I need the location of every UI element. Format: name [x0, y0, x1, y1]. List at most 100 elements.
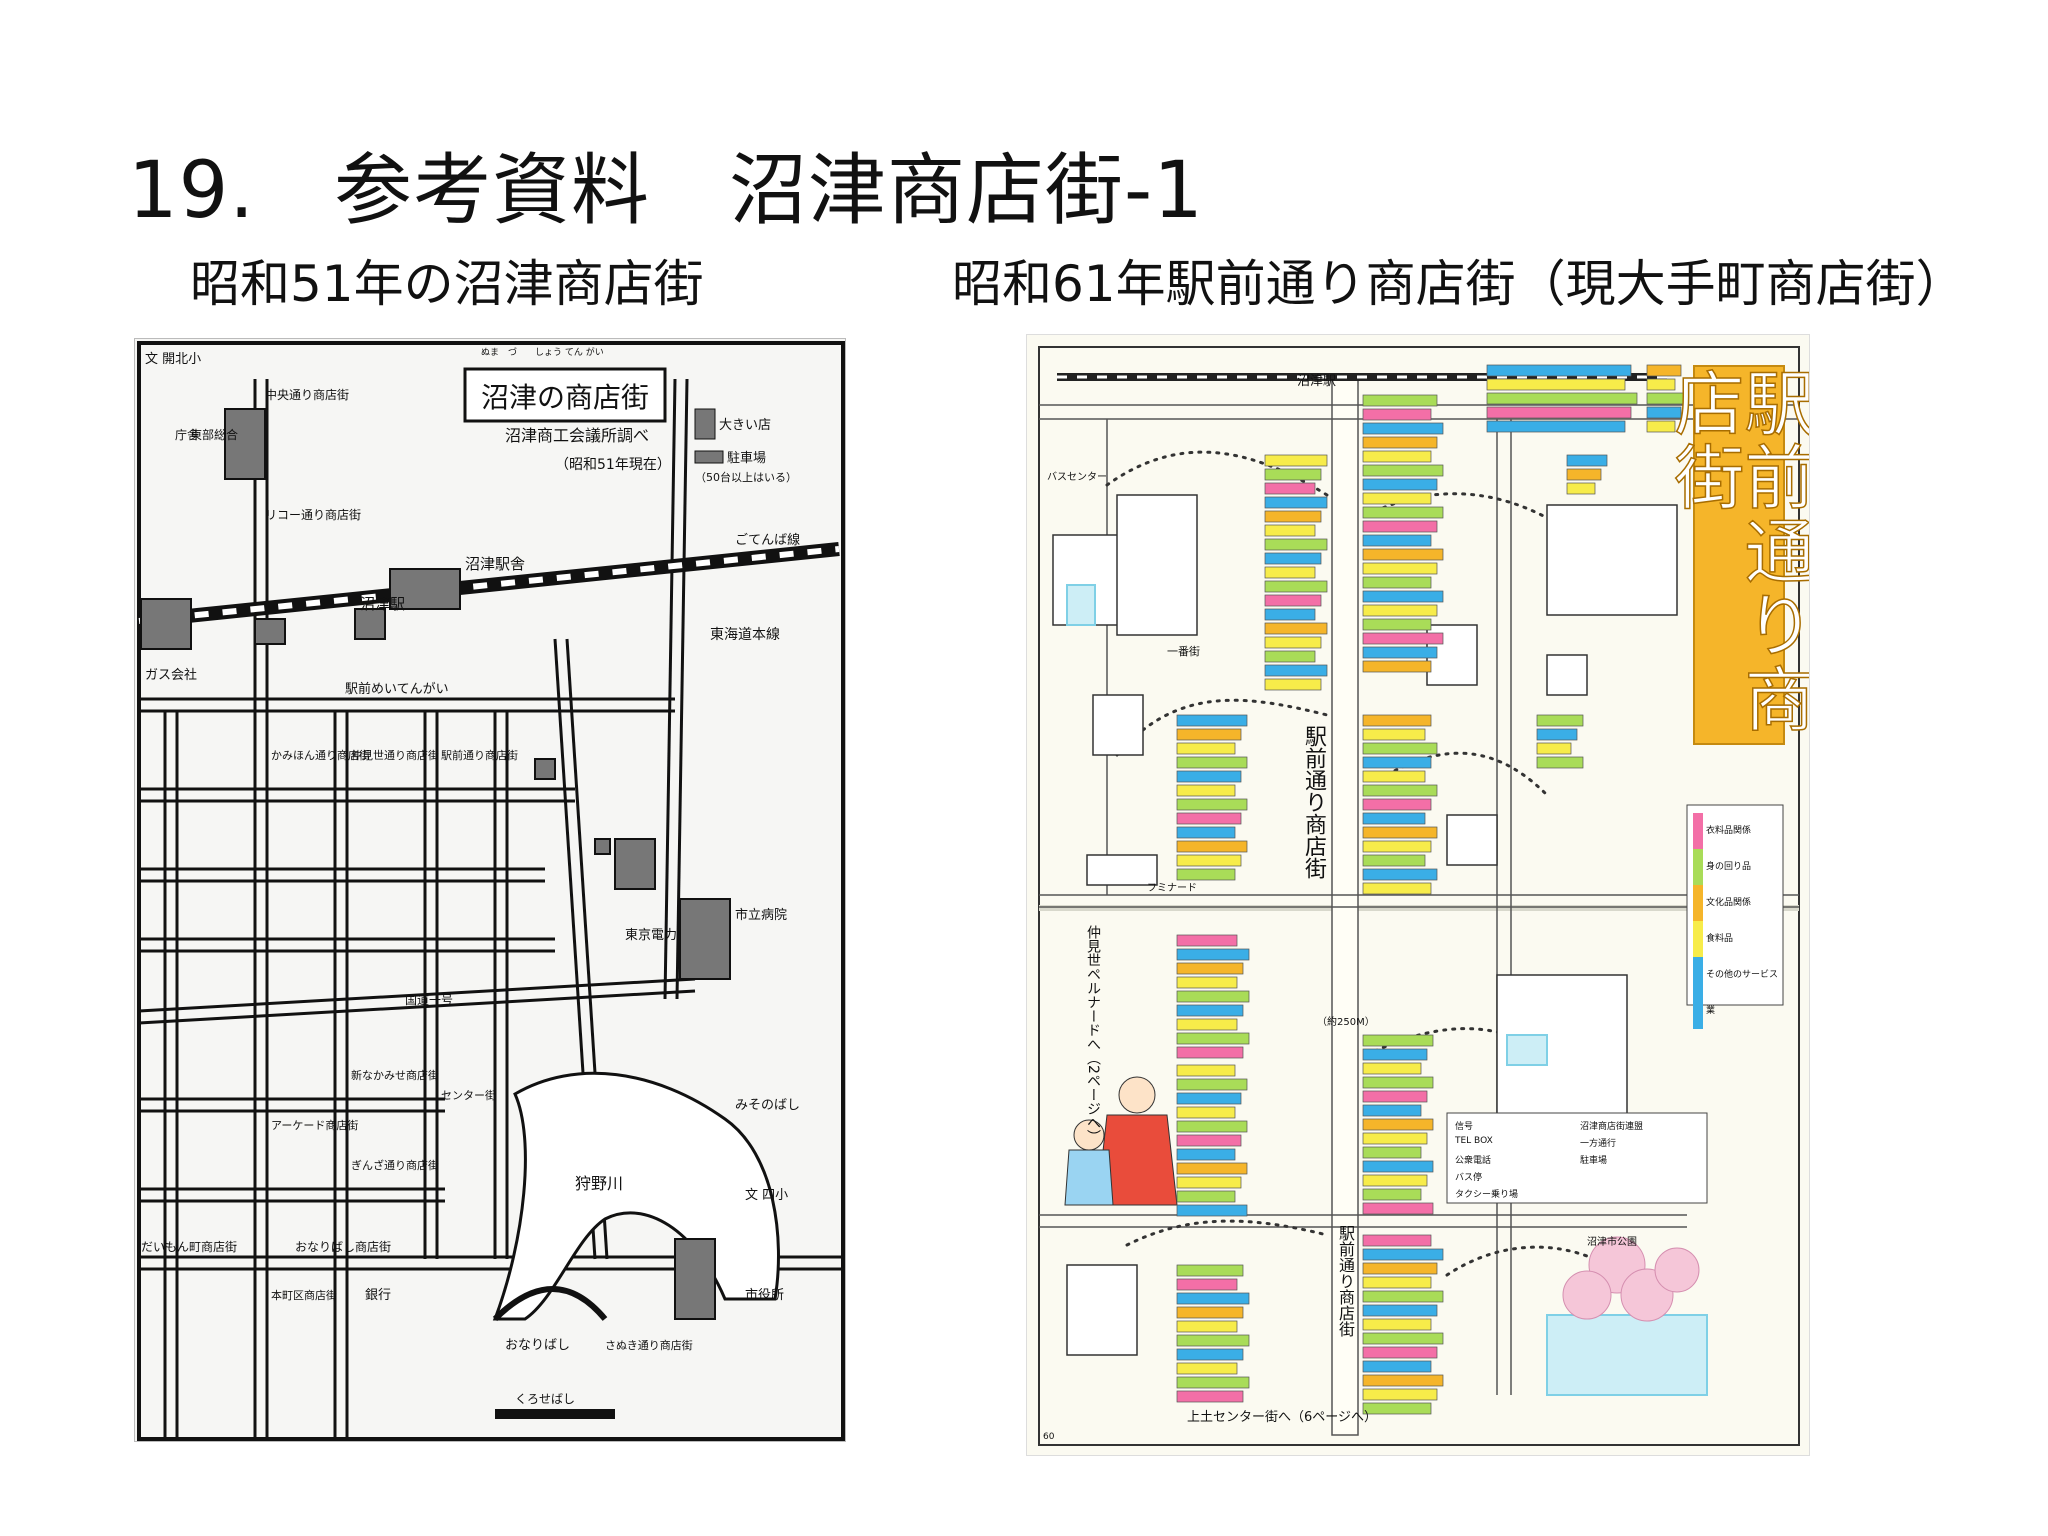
store-tag	[1362, 826, 1438, 839]
store-tag	[1362, 1188, 1422, 1201]
store-tag	[1362, 1104, 1422, 1117]
label-tokaido-line: 東海道本線	[710, 627, 780, 643]
legend-parking: 駐車場	[1580, 1156, 1608, 1166]
store-tag	[1176, 1064, 1236, 1077]
store-tag	[1362, 660, 1432, 673]
label-tepco: 東京電力	[625, 927, 677, 943]
store-tag	[1486, 420, 1626, 433]
caption-right-map: 昭和61年駅前通り商店街（現大手町商店街）	[952, 255, 1966, 313]
store-tag	[1362, 798, 1432, 811]
store-tag	[1536, 756, 1584, 769]
store-tag	[1362, 728, 1426, 741]
map-left-title: 沼津の商店街	[481, 381, 649, 414]
label-school-fourth: 文 四小	[745, 1188, 788, 1203]
label-office: 庁舎	[175, 428, 199, 442]
store-tag	[1176, 812, 1242, 825]
store-tag	[1362, 854, 1426, 867]
label-numazu-station: 沼津駅	[360, 595, 405, 613]
label-school-north: 文 開北小	[145, 352, 201, 367]
store-tag	[1264, 678, 1322, 691]
store-tag	[1362, 1034, 1434, 1047]
store-tag	[1362, 506, 1444, 519]
street-vertical-label-lower: 駅前通り商店街	[1336, 1225, 1355, 1337]
store-tag	[1176, 1046, 1244, 1059]
store-tag	[1362, 1090, 1428, 1103]
label-station-meitengai: 駅前めいてんがい	[345, 681, 449, 697]
store-tag	[1362, 604, 1438, 617]
store-tag	[1536, 742, 1572, 755]
store-tag	[1176, 1348, 1244, 1361]
page-number: 60	[1043, 1432, 1055, 1442]
legend-categories: 衣料品関係 身の回り品 文化品関係 食料品 その他のサービス業	[1693, 813, 1781, 1029]
label-ricoh-street: リコー通り商店街	[265, 507, 361, 522]
legend-association: 沼津商店街連盟	[1580, 1122, 1644, 1132]
store-tag	[1536, 728, 1578, 741]
store-tag	[1362, 1202, 1434, 1215]
store-tag	[1176, 742, 1236, 755]
label-bus-center: バスセンター	[1047, 471, 1107, 483]
store-tag	[1566, 482, 1596, 495]
store-tag	[1646, 406, 1682, 419]
store-tag	[1264, 566, 1316, 579]
legend-cat-clothing: 衣料品関係	[1693, 813, 1781, 849]
store-tag	[1176, 1390, 1244, 1403]
legend-cat-food: 食料品	[1693, 921, 1781, 957]
store-tag	[1646, 364, 1682, 377]
caption-left-map: 昭和51年の沼津商店街	[190, 255, 704, 313]
store-tag	[1176, 1018, 1238, 1031]
store-tag	[1176, 1376, 1250, 1389]
store-tag	[1362, 840, 1432, 853]
store-tag	[1176, 1176, 1242, 1189]
map-showa-61: 沼津駅 バスセンター 一番街 フミナード 上土センター街へ（6ページへ） 沼津市…	[1026, 334, 1810, 1456]
store-tag	[1264, 580, 1328, 593]
label-first-street: 一番街	[1167, 644, 1200, 658]
store-tag	[1176, 1120, 1248, 1133]
store-tag	[1362, 408, 1432, 421]
legend-cat-accessories: 身の回り品	[1693, 849, 1781, 885]
couple-illustration	[1064, 1076, 1178, 1206]
store-tag	[1362, 394, 1438, 407]
store-tag	[1176, 1148, 1236, 1161]
legend-taxi: タクシー乗り場	[1455, 1190, 1519, 1200]
label-honmachi: 本町区商店街	[271, 1288, 337, 1302]
legend-parking: 駐車場	[727, 451, 766, 466]
store-tag	[1362, 422, 1444, 435]
store-tag	[1362, 646, 1438, 659]
store-tag	[1646, 378, 1676, 391]
store-tag	[1176, 1106, 1236, 1119]
label-arcade-street: アーケード商店街	[271, 1118, 358, 1132]
store-tag	[1176, 962, 1244, 975]
label-kamihon-street: かみほん通り商店街	[271, 748, 370, 762]
store-tag	[1362, 742, 1438, 755]
map-right-drawing: 沼津駅 バスセンター 一番街 フミナード 上土センター街へ（6ページへ） 沼津市…	[1038, 346, 1800, 1446]
label-ginza-street: ぎんざ通り商店街	[351, 1158, 439, 1172]
label-kano-river: 狩野川	[575, 1174, 623, 1193]
store-tag	[1264, 622, 1328, 635]
store-tag	[1176, 1292, 1250, 1305]
store-tag	[1176, 1264, 1244, 1277]
store-tag	[1176, 840, 1248, 853]
store-tag	[1566, 454, 1608, 467]
store-tag	[1176, 714, 1248, 727]
store-tag	[1176, 1032, 1250, 1045]
store-tag	[1176, 756, 1248, 769]
street-vertical-label: 駅前通り商店街	[1301, 725, 1326, 879]
store-tag	[1362, 478, 1438, 491]
legend-bus-stop: バス停	[1455, 1173, 1483, 1183]
store-tag	[1176, 826, 1236, 839]
store-tag	[1486, 378, 1626, 391]
label-bank: 銀行	[365, 1288, 391, 1303]
store-tag	[1176, 1134, 1242, 1147]
store-tag	[1362, 450, 1432, 463]
store-tag	[1176, 1334, 1250, 1347]
store-tag	[1176, 1278, 1238, 1291]
store-tag	[1362, 520, 1438, 533]
store-tag	[1362, 1318, 1432, 1331]
map-left-source: 沼津商工会議所調べ	[505, 426, 649, 445]
map-left-drawing: ぬま づ しょう てん がい 沼津の商店街 沼津商工会議所調べ （昭和51年現在…	[137, 341, 845, 1441]
store-tags	[1176, 364, 1688, 1415]
store-tag	[1176, 990, 1250, 1003]
store-tag	[1176, 1362, 1238, 1375]
store-tag	[1264, 468, 1322, 481]
label-park: 沼津市公園	[1587, 1235, 1637, 1248]
